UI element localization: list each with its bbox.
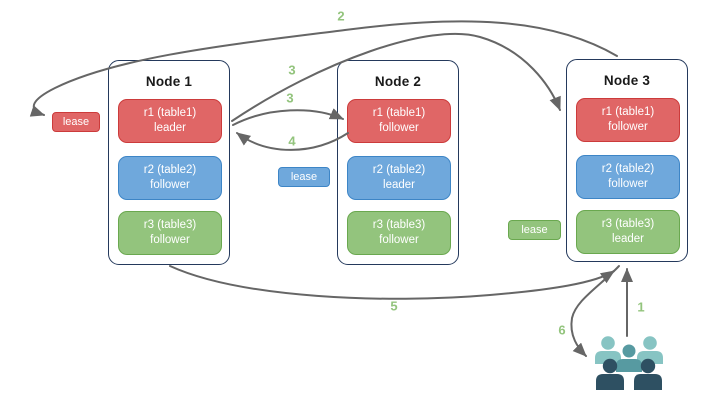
lease-badge-table3: lease	[508, 220, 561, 240]
lease-badge-table1: lease	[52, 112, 100, 132]
replica-role: follower	[150, 179, 190, 191]
node2-replica-r3: r3 (table3) follower	[347, 211, 451, 255]
replica-name: r2 (table2)	[372, 163, 426, 176]
replica-role: follower	[608, 178, 648, 190]
users-group-icon	[595, 336, 663, 390]
replica-name: r1 (table1)	[372, 106, 426, 119]
arrow-step6-node3-to-clients	[570, 265, 620, 357]
node1-replica-r1: r1 (table1) leader	[118, 99, 222, 143]
step-label-3-mid: 3	[286, 90, 294, 106]
lease-badge-table2: lease	[278, 167, 330, 187]
replica-role: follower	[608, 121, 648, 133]
node-2-title: Node 2	[374, 74, 422, 89]
replica-name: r3 (table3)	[601, 217, 655, 230]
replica-role: leader	[383, 179, 415, 191]
node1-replica-r3: r3 (table3) follower	[118, 211, 222, 255]
step-label-5: 5	[390, 298, 398, 314]
node1-replica-r2: r2 (table2) follower	[118, 156, 222, 200]
replica-name: r3 (table3)	[372, 218, 426, 231]
step-label-2: 2	[337, 8, 345, 24]
node-1-title: Node 1	[145, 74, 193, 89]
node3-replica-r1: r1 (table1) follower	[576, 98, 680, 142]
node2-replica-r1: r1 (table1) follower	[347, 99, 451, 143]
replica-role: follower	[379, 122, 419, 134]
node-3-box: Node 3 r1 (table1) follower r2 (table2) …	[566, 59, 688, 262]
replica-name: r2 (table2)	[143, 163, 197, 176]
replica-role: leader	[612, 233, 644, 245]
node3-replica-r3: r3 (table3) leader	[576, 210, 680, 254]
replica-name: r1 (table1)	[601, 105, 655, 118]
node-3-title: Node 3	[603, 73, 651, 88]
replica-name: r3 (table3)	[143, 218, 197, 231]
replica-role: follower	[150, 234, 190, 246]
replica-name: r1 (table1)	[143, 106, 197, 119]
replica-role: follower	[379, 234, 419, 246]
arrow-step3-node1-to-node2	[232, 108, 344, 126]
node2-replica-r2: r2 (table2) leader	[347, 156, 451, 200]
step-label-4: 4	[288, 133, 296, 149]
step-label-3-top: 3	[288, 62, 296, 78]
node-1-box: Node 1 r1 (table1) leader r2 (table2) fo…	[108, 60, 230, 265]
step-label-1: 1	[637, 299, 645, 315]
replica-name: r2 (table2)	[601, 162, 655, 175]
step-label-6: 6	[558, 322, 566, 338]
node3-replica-r2: r2 (table2) follower	[576, 155, 680, 199]
replica-role: leader	[154, 122, 186, 134]
node-2-box: Node 2 r1 (table1) follower r2 (table2) …	[337, 60, 459, 265]
arrow-step5-node1-to-node3	[169, 265, 615, 300]
